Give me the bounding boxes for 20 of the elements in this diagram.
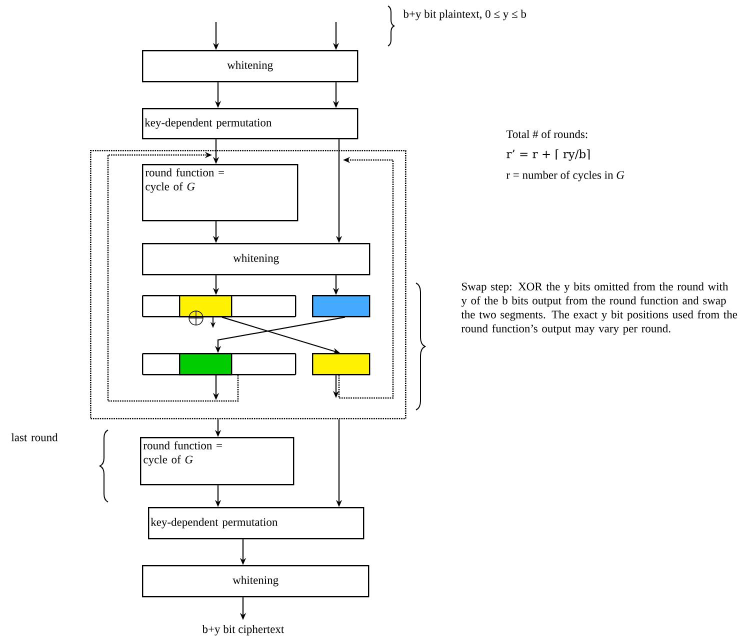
bit-segment [179,353,232,376]
process-box: round function = cycle of G [140,437,294,486]
output-text: b+y bit ciphertext [202,624,284,636]
note-text: b+y bit plaintext, 0 ≤ y ≤ b [403,10,526,20]
process-box: key-dependent permutation [142,108,358,140]
bit-segment [179,295,232,318]
loop-arrow [107,152,239,402]
process-box: key-dependent permutation [148,507,364,540]
note-text: r = number of cycles in G [506,170,624,182]
bit-segment [312,353,370,376]
bit-segment [312,295,370,318]
note-text: Swap step: XOR the y bits omitted from the round with y of the b bits output from the round function and swap the two segments. The exact y bit positions used from the round function’s output may vary per round. [461,282,738,335]
process-box: whitening [142,565,370,598]
process-box: whitening [142,243,370,276]
loop-boundary [90,150,406,420]
process-box: round function = cycle of G [142,164,298,222]
process-box: whitening [142,50,358,82]
note-text: last round [11,433,58,442]
note-text: r’ = r + ⌈ ry/b⌉ [506,149,590,161]
note-text: Total # of rounds: [506,130,588,138]
